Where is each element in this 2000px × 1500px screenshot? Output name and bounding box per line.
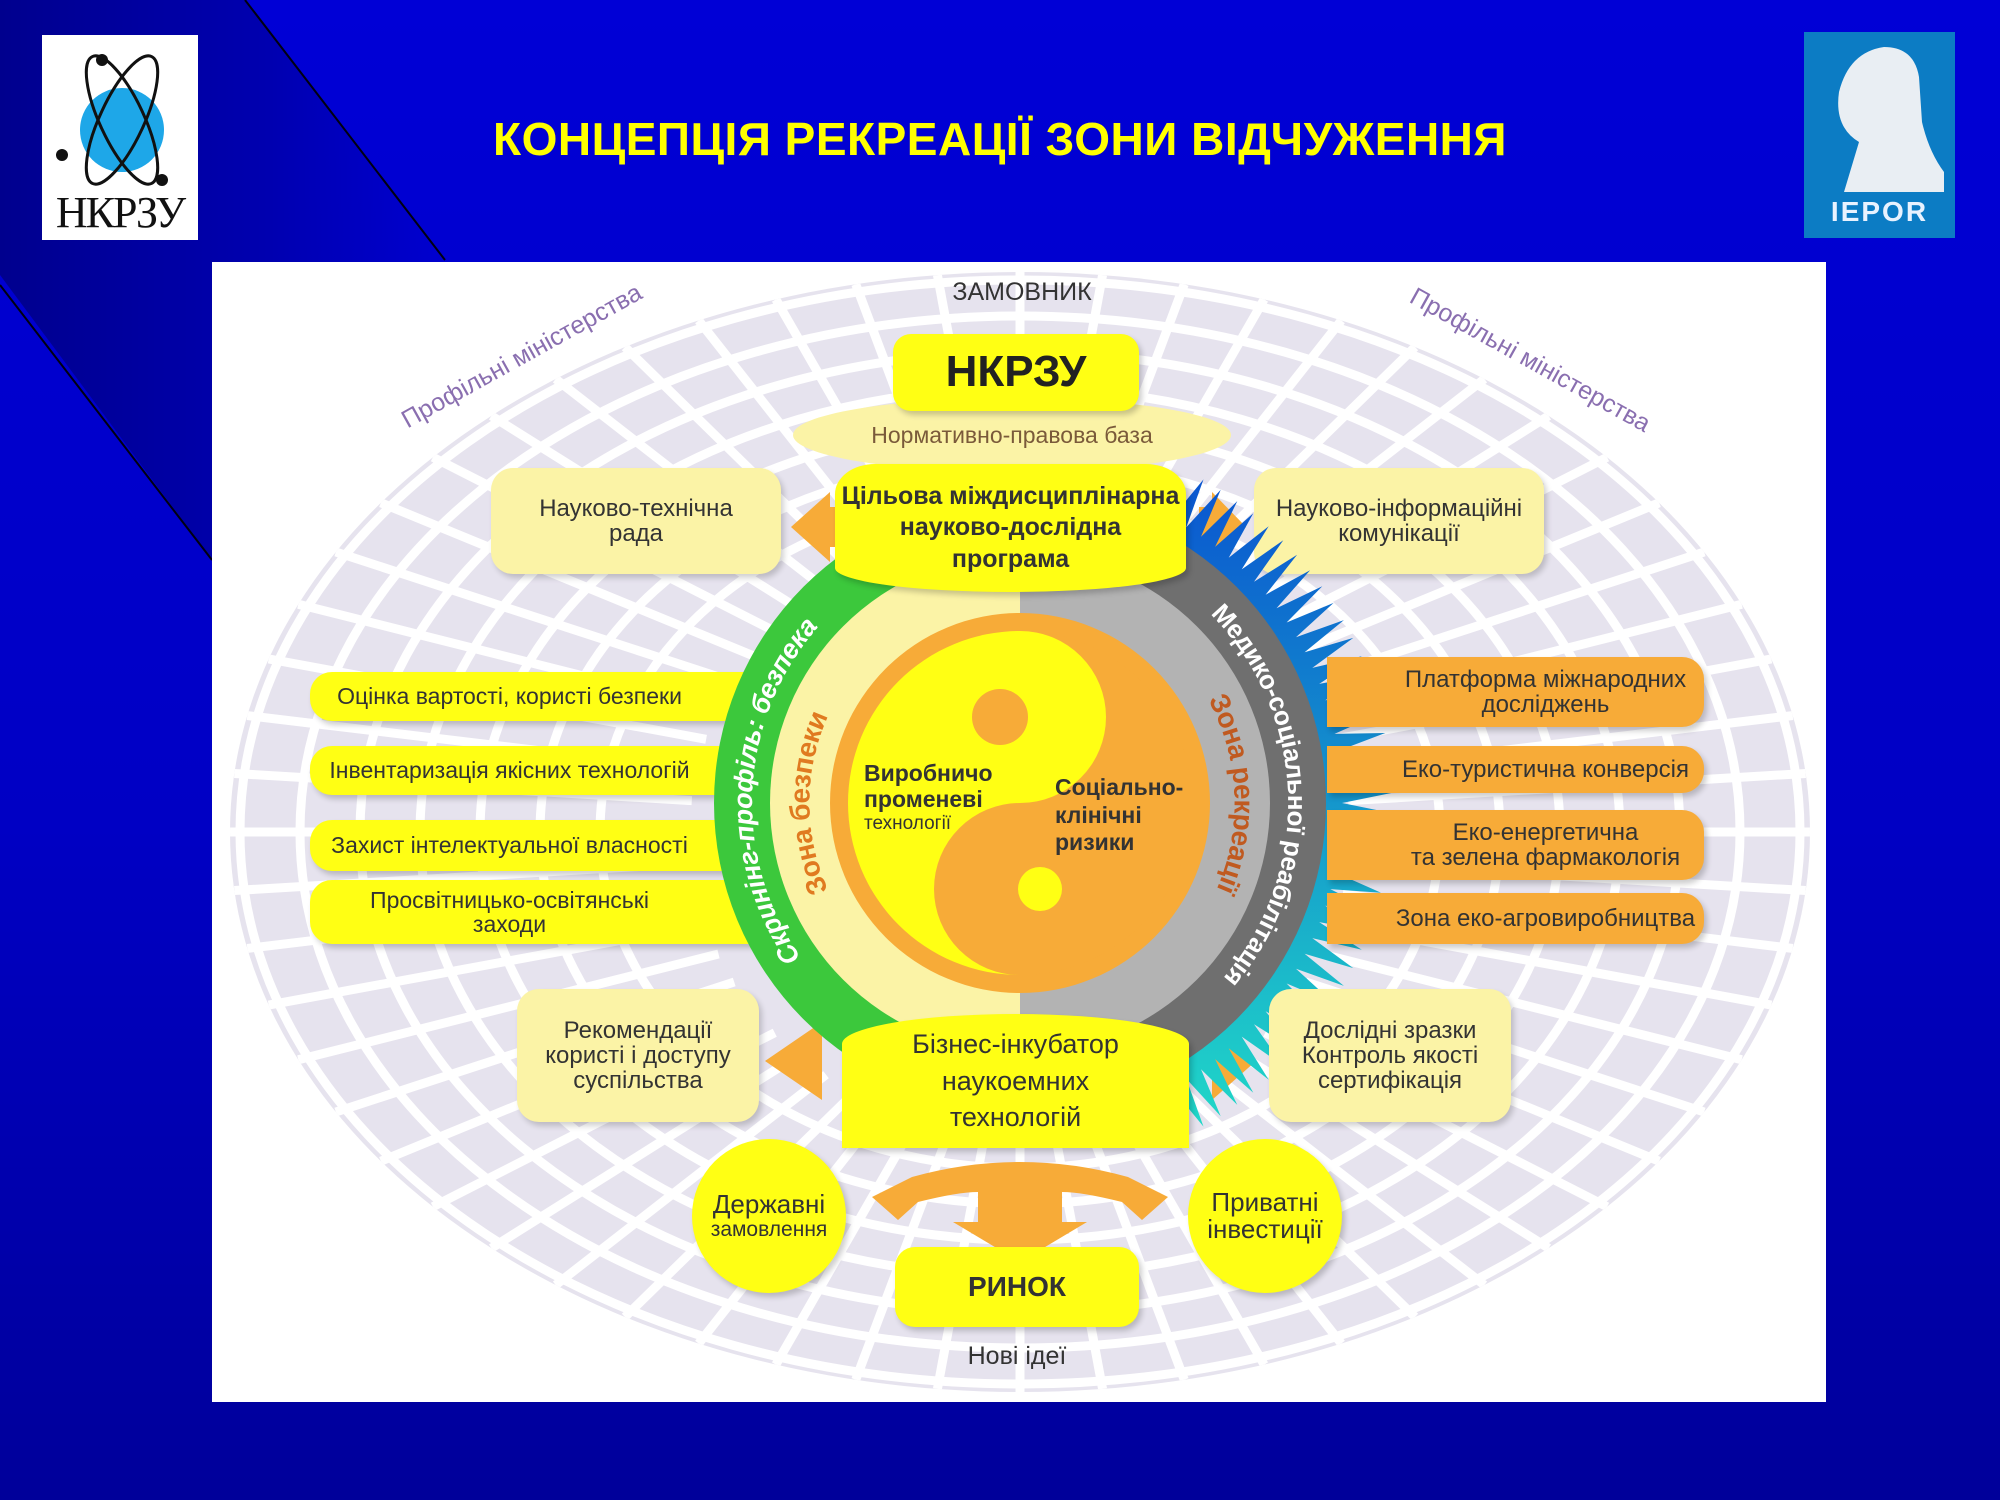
portrait-relief-icon [1838,47,1944,192]
market-flow-arrow-icon [872,1162,1168,1262]
slide-title: КОНЦЕПЦІЯ РЕКРЕАЦІЇ ЗОНИ ВІДЧУЖЕННЯ [493,113,1507,165]
left-item: Оцінка вартості, користі безпеки [310,672,767,721]
legal-base-label: Нормативно-правова база [871,422,1153,448]
new-ideas-label: Нові ідеї [967,1342,1067,1370]
nkrzu-logo: НКРЗУ [42,35,198,240]
left-item: Інвентаризація якісних технологій [310,746,767,795]
arrow-left-bottom-icon [765,1022,822,1100]
diagonal-line [0,0,446,561]
arrow-left-icon [791,492,830,562]
yinyang-dot-yellow [1018,867,1062,911]
right-item: Еко-туристична конверсія [1327,746,1704,793]
iepor-logo: IEPOR [1804,32,1955,238]
left-item: Захист інтелектуальної власності [310,820,767,871]
yinyang-yellow [848,631,1106,975]
top-org-nkrzu: НКРЗУ [893,334,1139,411]
market-box: РИНОК [895,1247,1139,1327]
right-item: Зона еко-агровиробництва [1327,893,1704,944]
diagram-panel: ЗАМОВНИК Профільні міністерства Профільн… [212,262,1826,1402]
yinyang-dot-orange [972,689,1028,745]
diagram-graphics: Скринінг-профіль: безпека Медико-соціаль… [714,479,1392,1262]
atom-icon [56,54,168,186]
customer-label: ЗАМОВНИК [952,278,1092,306]
